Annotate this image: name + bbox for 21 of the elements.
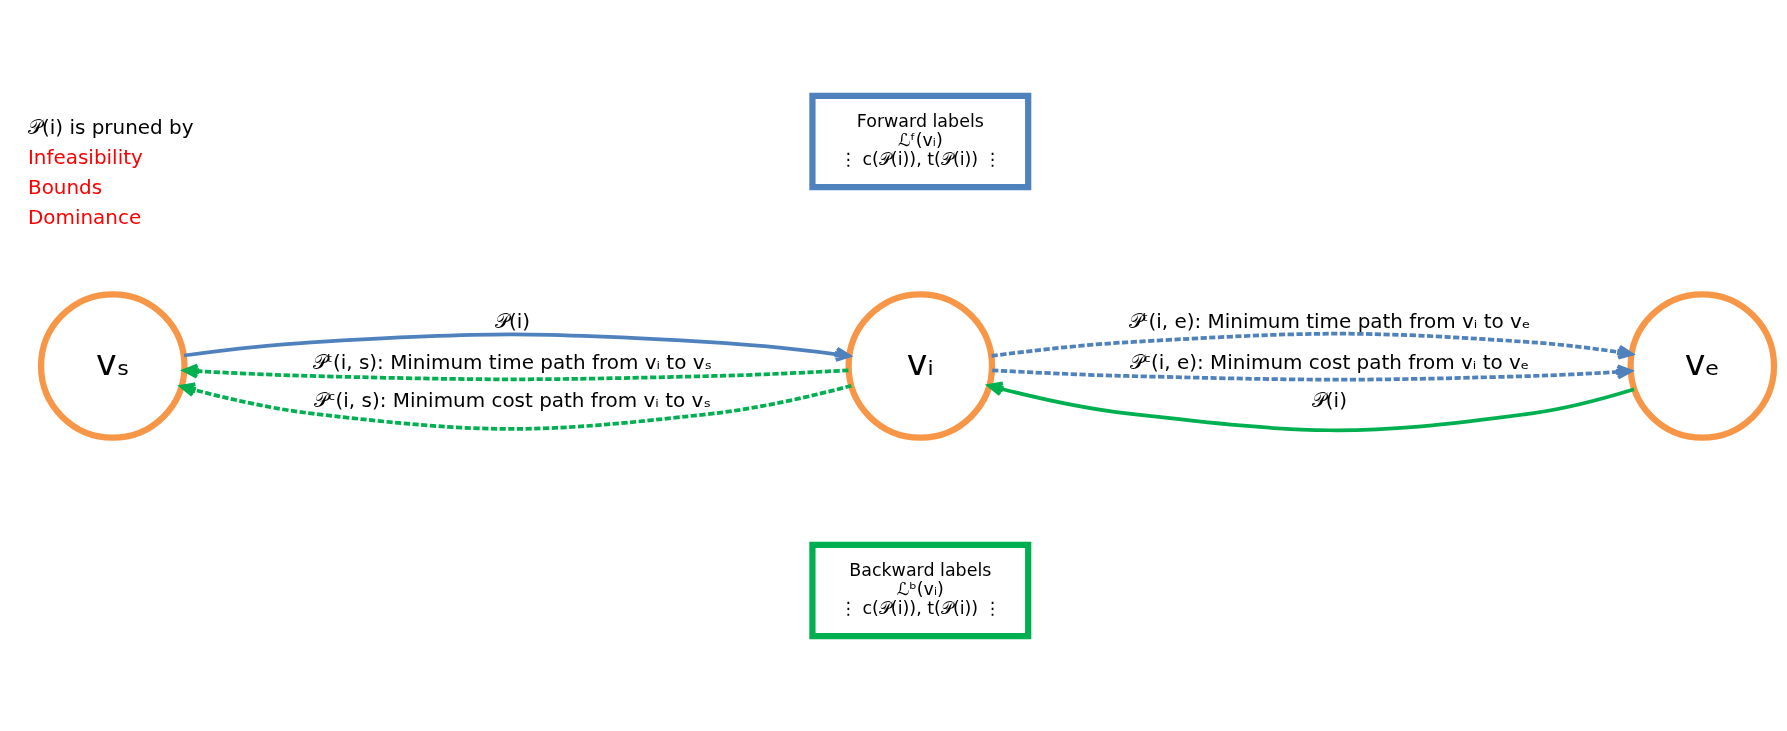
arrow <box>183 332 851 362</box>
edge-label: 𝒫ᵗ(i, s): Minimum time path from vᵢ to vₛ <box>313 349 712 374</box>
edge-label: 𝒫ᶜ(i, e): Minimum cost path from vᵢ to vₑ <box>1129 349 1530 374</box>
arrow <box>992 363 1633 381</box>
node-circle: vᵢ <box>845 290 996 441</box>
arrow <box>179 381 852 431</box>
label: 𝒫(i) is pruned by <box>27 114 194 139</box>
label: Dominance <box>27 204 142 229</box>
node-circle: vₛ <box>37 290 188 441</box>
arrow <box>991 331 1634 360</box>
label: Infeasibility <box>27 144 143 169</box>
arrow <box>987 381 1635 432</box>
node-box: Forward labels ℒᶠ(vᵢ) ⋮ c(𝒫(i)), t(𝒫(i)) ⋮ <box>809 92 1032 190</box>
edge-label: 𝒫ᵗ(i, e): Minimum time path from vᵢ to vₑ <box>1128 308 1531 333</box>
arrow <box>182 363 849 381</box>
node-box: Backward labels ℒᵇ(vᵢ) ⋮ c(𝒫(i)), t(𝒫(i)) ⋮ <box>809 541 1032 639</box>
edge-label: 𝒫(i) <box>1311 387 1347 412</box>
edge-label: 𝒫(i) <box>494 308 531 333</box>
label: Bounds <box>27 174 103 199</box>
edge-label: 𝒫ᶜ(i, s): Minimum cost path from vᵢ to vₛ <box>314 387 711 412</box>
node-circle: vₑ <box>1627 290 1778 441</box>
